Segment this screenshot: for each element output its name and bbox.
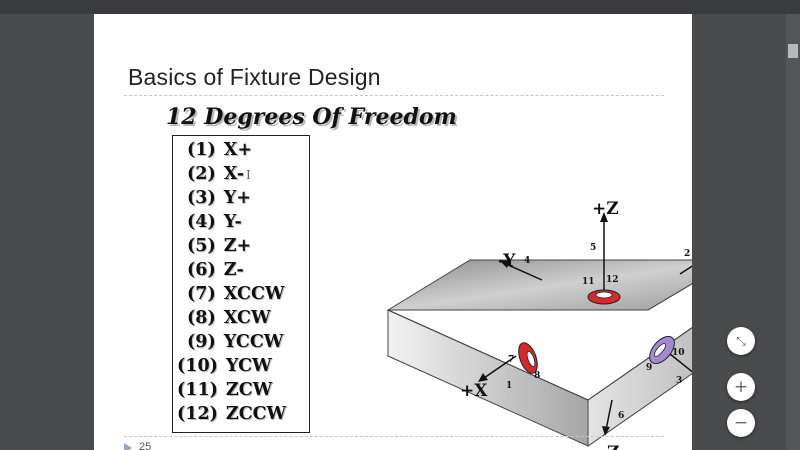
vertical-scrollbar[interactable] (786, 14, 800, 450)
dof-item: (7) XCCW (187, 284, 285, 304)
dof-item: (1) X+ (187, 140, 252, 160)
dof-number: (5) (187, 236, 216, 256)
dof-item: (3) Y+ (187, 188, 251, 208)
dof-label: Z+ (223, 236, 252, 256)
dof-item: (10) YCW (177, 356, 272, 376)
dof-label: Y- (223, 212, 242, 232)
dof-number: (3) (187, 188, 216, 208)
dof-item: (4) Y- (187, 212, 242, 232)
nx-axis-arrow (679, 265, 692, 275)
dof-number-label: 10 (672, 348, 685, 358)
dof-item: (8) XCW (187, 308, 271, 328)
nz-axis-label: -Z (600, 443, 619, 450)
py-axis-arrow (669, 353, 692, 373)
dof-number-label: 11 (582, 277, 595, 287)
dof-number: (9) (187, 332, 216, 352)
zoom-in-button[interactable]: + (727, 373, 755, 401)
dof-number-label: 8 (534, 371, 540, 381)
pz-axis-label: +Z (592, 199, 619, 219)
dof-item: (11) ZCW (177, 380, 272, 400)
dof-label: YCCW (223, 332, 284, 352)
dof-number: (12) (177, 404, 218, 424)
dof-label: X- (223, 164, 244, 184)
dof-number: (4) (187, 212, 216, 232)
dof-number-label: 9 (646, 363, 652, 373)
scrollbar-thumb[interactable] (788, 44, 798, 58)
dof-number-label: 4 (524, 256, 530, 266)
dof-label: Y+ (223, 188, 251, 208)
dof-label: YCW (225, 356, 272, 376)
text-cursor-icon: I (245, 168, 251, 182)
dof-item: (6) Z- (187, 260, 244, 280)
footer-triangle-icon (124, 443, 132, 450)
dof-number-label: 3 (676, 376, 682, 386)
block-front-face (387, 309, 589, 447)
dof-number-label: 5 (590, 243, 596, 253)
document-page: Basics of Fixture Design 12 Degrees Of F… (94, 14, 692, 450)
dof-number-label: 12 (606, 275, 619, 285)
nz-axis-arrow (605, 399, 613, 431)
dof-number: (2) (187, 164, 216, 184)
dof-number-label: 7 (508, 355, 514, 365)
fit-page-button[interactable]: ⤡ (727, 327, 755, 355)
dof-number: (6) (187, 260, 216, 280)
dof-list-box: (1) X+ (2) X-I (3) Y+ (4) Y- (5) Z+ (6) Z- (7)… (172, 135, 310, 433)
dof-number-label: 1 (506, 381, 512, 391)
slide-heading: 12 Degrees Of Freedom (166, 104, 457, 130)
viewer-top-bar (0, 0, 800, 14)
fit-page-icon: ⤡ (736, 334, 746, 348)
px-axis-label: +X (460, 381, 488, 401)
footer-divider (124, 436, 664, 437)
dof-number: (11) (177, 380, 218, 400)
dof-label: XCCW (223, 284, 285, 304)
dof-item: (5) Z+ (187, 236, 251, 256)
dof-number: (10) (177, 356, 218, 376)
slide-title: Basics of Fixture Design (128, 64, 381, 90)
ny-axis-arrow (505, 263, 543, 281)
freedom-diagram: +Z -Y -X +X +Y -Z 1 2 3 4 5 6 7 8 9 10 1… (386, 199, 692, 450)
block-top-face (386, 259, 692, 311)
dof-number-label: 6 (618, 411, 624, 421)
dof-label: XCW (223, 308, 271, 328)
dof-number: (8) (187, 308, 216, 328)
zoom-out-button[interactable]: − (727, 409, 755, 437)
z-rotation-disc (587, 289, 621, 305)
dof-label: ZCW (225, 380, 273, 400)
dof-label: ZCCW (225, 404, 287, 424)
ny-axis-label: -Y (498, 251, 516, 271)
x-rotation-disc (518, 342, 538, 374)
dof-number: (7) (187, 284, 216, 304)
dof-item: (9) YCCW (187, 332, 283, 352)
title-divider (124, 95, 664, 96)
dof-label: X+ (223, 140, 252, 160)
dof-item: (2) X-I (187, 164, 251, 184)
px-axis-arrow (483, 355, 517, 379)
dof-number-label: 2 (684, 249, 690, 259)
block-right-face (587, 327, 692, 447)
dof-number: (1) (187, 140, 216, 160)
dof-label: Z- (223, 260, 244, 280)
y-rotation-disc (649, 335, 675, 365)
dof-item: (12) ZCCW (177, 404, 286, 424)
page-number: 25 (139, 441, 152, 450)
